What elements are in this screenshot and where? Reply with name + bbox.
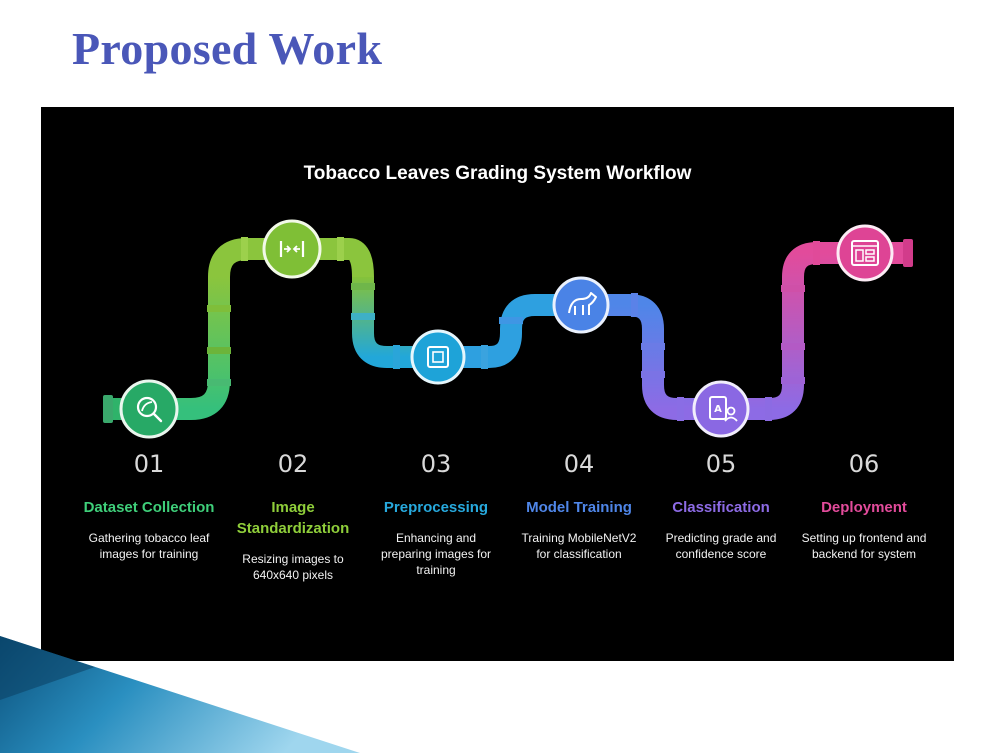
workflow-diagram: A Tobacco Leaves Grading System Workflow… bbox=[41, 107, 954, 661]
step-node-1 bbox=[119, 379, 179, 439]
svg-text:A: A bbox=[714, 404, 722, 415]
step-node-3 bbox=[410, 329, 466, 385]
step-node-2 bbox=[262, 219, 322, 279]
step-number: 04 bbox=[563, 450, 595, 478]
step-title: Image Standardization bbox=[236, 499, 350, 537]
diagram-title: Tobacco Leaves Grading System Workflow bbox=[303, 163, 692, 184]
step-node-4 bbox=[552, 276, 610, 334]
step-number: 02 bbox=[277, 450, 309, 478]
step-description: Gathering tobacco leaf images for traini… bbox=[88, 531, 210, 561]
pipeline-graphic: A bbox=[103, 219, 913, 439]
step-title: Dataset Collection bbox=[83, 499, 215, 516]
step-number: 03 bbox=[420, 450, 452, 478]
step-description: Enhancing and preparing images for train… bbox=[380, 531, 492, 577]
pipe-flanges bbox=[103, 237, 913, 423]
step-description: Setting up frontend and backend for syst… bbox=[801, 531, 927, 561]
step-6: 06 Deployment Setting up frontend and ba… bbox=[794, 447, 934, 562]
step-number: 05 bbox=[705, 450, 737, 478]
step-description: Training MobileNetV2 for classification bbox=[521, 531, 637, 561]
step-number: 01 bbox=[133, 450, 165, 478]
step-3: 03 Preprocessing Enhancing and preparing… bbox=[366, 447, 506, 578]
step-2: 02 Image Standardization Resizing images… bbox=[223, 447, 363, 583]
step-title: Deployment bbox=[821, 499, 907, 516]
step-description: Resizing images to 640x640 pixels bbox=[242, 552, 344, 582]
step-node-5: A bbox=[692, 380, 750, 438]
step-4: 04 Model Training Training MobileNetV2 f… bbox=[509, 447, 649, 562]
step-number: 06 bbox=[848, 450, 880, 478]
step-1: 01 Dataset Collection Gathering tobacco … bbox=[79, 447, 219, 562]
step-node-6 bbox=[836, 224, 894, 282]
step-description: Predicting grade and confidence score bbox=[665, 531, 777, 561]
step-5: 05 Classification Predicting grade and c… bbox=[651, 447, 791, 562]
step-title: Model Training bbox=[526, 499, 632, 516]
slide-title: Proposed Work bbox=[72, 23, 383, 74]
step-title: Classification bbox=[672, 499, 770, 516]
step-title: Preprocessing bbox=[383, 499, 489, 516]
